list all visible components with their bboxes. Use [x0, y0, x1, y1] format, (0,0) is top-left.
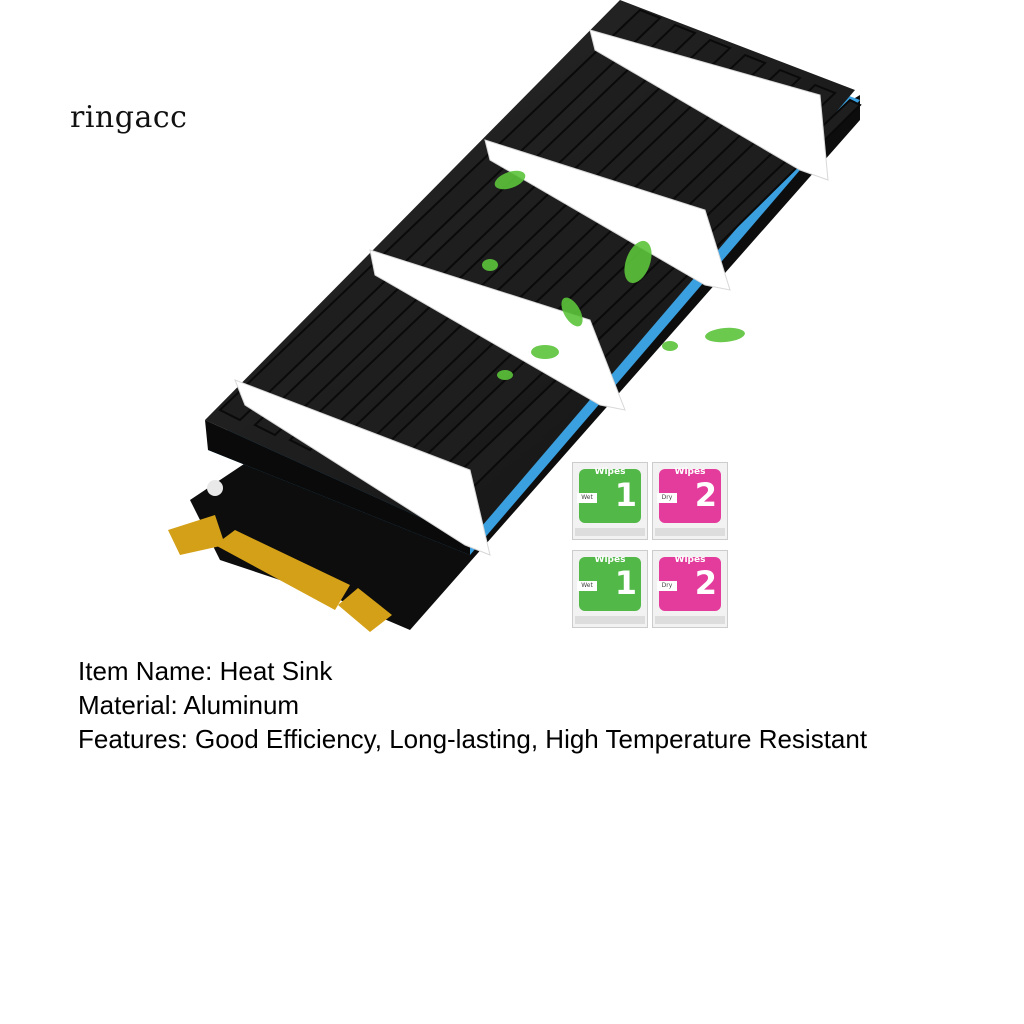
wipe-packet: Wipes Dry 2 — [652, 462, 728, 540]
wipe-number: 2 — [694, 476, 717, 514]
wipe-title: Wipes — [674, 555, 706, 565]
wipe-tag: Dry — [657, 581, 677, 591]
gold-contacts-left — [168, 515, 225, 555]
heatsink-side — [205, 420, 470, 555]
wipe-packet: Wipes Dry 2 — [652, 550, 728, 628]
wipe-number: 1 — [614, 476, 637, 514]
mount-hole — [207, 480, 223, 496]
wipe-tag: Dry — [657, 493, 677, 503]
wipe-number: 1 — [614, 564, 637, 602]
spec-item-name: Item Name: Heat Sink — [78, 656, 333, 686]
brand-watermark: ringacc — [70, 100, 188, 135]
gold-contacts-right — [338, 588, 392, 632]
wipe-packet: Wipes Wet 1 — [572, 462, 648, 540]
wipe-tag: Wet — [577, 493, 597, 503]
wipe-packet: Wipes Wet 1 — [572, 550, 648, 628]
wipe-title: Wipes — [594, 555, 626, 565]
gold-contacts-main — [215, 530, 350, 610]
spec-features: Features: Good Efficiency, Long-lasting,… — [78, 724, 868, 754]
spec-material: Material: Aluminum — [78, 690, 300, 720]
heatsink-bands — [234, 29, 829, 556]
decorative-leaves — [482, 170, 745, 380]
heatsink-fins — [218, 8, 862, 512]
wipe-tag: Wet — [577, 581, 597, 591]
wipe-title: Wipes — [594, 467, 626, 477]
wipe-title: Wipes — [674, 467, 706, 477]
heat-sink-product-image — [168, 0, 862, 632]
product-specs: Item Name: Heat Sink Material: Aluminum … — [78, 654, 998, 756]
cleaning-wipes-group: Wipes Wet 1 Wipes Dry 2 Wipes Wet 1 Wipe… — [572, 462, 732, 632]
wipe-number: 2 — [694, 564, 717, 602]
